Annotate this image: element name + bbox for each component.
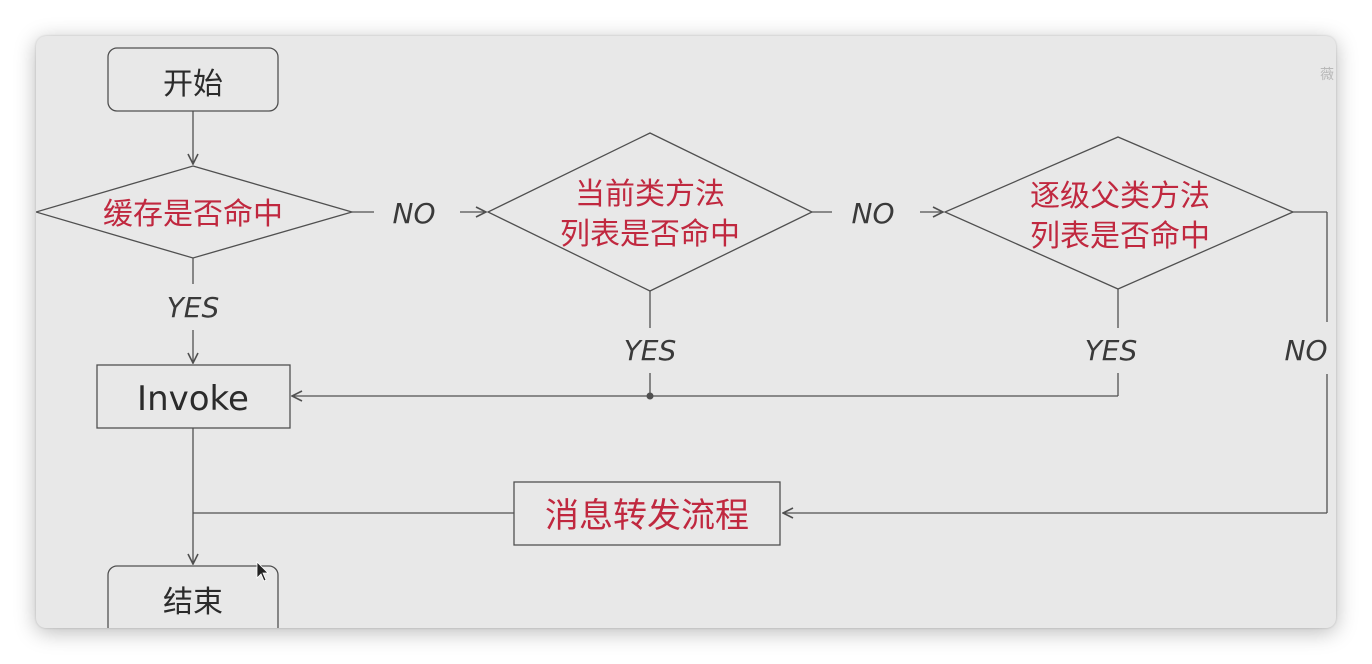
no-label-3: NO bbox=[1285, 334, 1328, 367]
mouse-cursor-icon bbox=[256, 561, 269, 582]
flowchart: 开始 缓存是否命中 NO 当前类方法 列表是否命中 NO 逐级父类方法 列表是否… bbox=[36, 47, 1328, 628]
yes-label-3: YES bbox=[1085, 334, 1138, 367]
method-list-diamond bbox=[486, 132, 814, 292]
no-label-2: NO bbox=[852, 197, 895, 230]
start-label: 开始 bbox=[163, 67, 223, 102]
no-label-1: NO bbox=[393, 197, 436, 230]
corner-watermark: 薇 bbox=[1320, 67, 1334, 83]
super-list-label-line2: 列表是否命中 bbox=[1030, 219, 1210, 254]
end-label: 结束 bbox=[163, 585, 223, 620]
super-list-label-line1: 逐级父类方法 bbox=[1030, 179, 1210, 214]
diagram-canvas: 开始 缓存是否命中 NO 当前类方法 列表是否命中 NO 逐级父类方法 列表是否… bbox=[36, 36, 1336, 628]
forwarding-node bbox=[513, 481, 781, 546]
cache-hit-label: 缓存是否命中 bbox=[103, 197, 283, 232]
method-list-label-line1: 当前类方法 bbox=[575, 177, 725, 212]
invoke-label: Invoke bbox=[137, 379, 249, 419]
forwarding-label: 消息转发流程 bbox=[545, 496, 749, 536]
yes-label-2: YES bbox=[624, 334, 677, 367]
yes-label-1: YES bbox=[167, 291, 220, 324]
end-node bbox=[107, 565, 279, 628]
method-list-label-line2: 列表是否命中 bbox=[560, 217, 740, 252]
